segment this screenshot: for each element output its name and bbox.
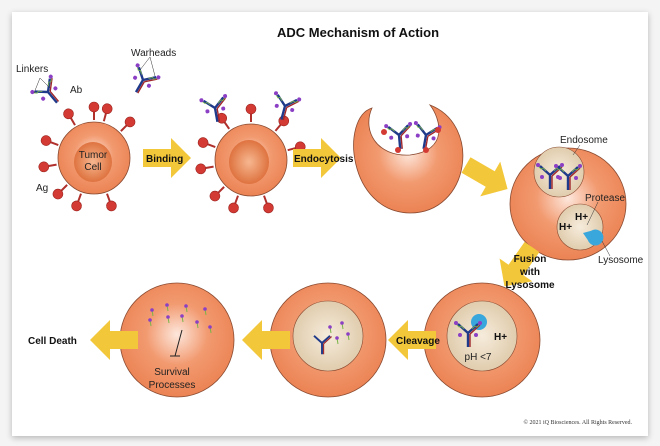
- bound-tumor-cell: [193, 91, 308, 216]
- lysosome-label: Lysosome: [598, 255, 644, 266]
- copyright: © 2021 iQ Biosciences. All Rights Reserv…: [523, 419, 632, 426]
- endosome-label: Endosome: [560, 135, 608, 146]
- antibody-drug-conjugate: [124, 63, 161, 100]
- antibody-drug-conjugate: [30, 74, 68, 112]
- tumor-cell: Tumor Cell: [36, 101, 139, 214]
- linkers-label: Linkers: [16, 64, 48, 75]
- fusion-label-2: with: [519, 267, 540, 278]
- endocytosing-cell: [353, 104, 464, 214]
- processes-label: Processes: [149, 380, 196, 391]
- binding-label: Binding: [146, 154, 183, 165]
- cell-label: Cell: [84, 162, 101, 173]
- inhibition-icon: [170, 329, 183, 357]
- diagram-title: ADC Mechanism of Action: [277, 25, 439, 40]
- dying-cell: Survival Processes: [119, 282, 235, 398]
- cell-death-label: Cell Death: [28, 336, 77, 347]
- cell-with-fused-lysosome: H+ pH <7: [423, 282, 541, 398]
- ag-label: Ag: [36, 183, 48, 194]
- endosome: [533, 146, 585, 198]
- endocytosis-label: Endocytosis: [294, 154, 354, 165]
- h-plus-label: H+: [575, 212, 588, 223]
- survival-label: Survival: [154, 367, 190, 378]
- fusion-label-3: Lysosome: [505, 280, 555, 291]
- h-plus-label: H+: [559, 222, 572, 233]
- protease-label: Protease: [585, 193, 625, 204]
- ph-label: pH <7: [465, 352, 492, 363]
- protease-icon: [583, 229, 604, 246]
- tumor-label: Tumor: [79, 150, 108, 161]
- cleavage-label: Cleavage: [396, 336, 440, 347]
- warheads-label: Warheads: [131, 48, 176, 59]
- internalization-arrow: [456, 147, 518, 207]
- fusion-label-1: Fusion: [514, 254, 547, 265]
- ab-label: Ab: [70, 85, 83, 96]
- cell-with-released-payload: [269, 282, 387, 398]
- h-plus-label: H+: [494, 332, 507, 343]
